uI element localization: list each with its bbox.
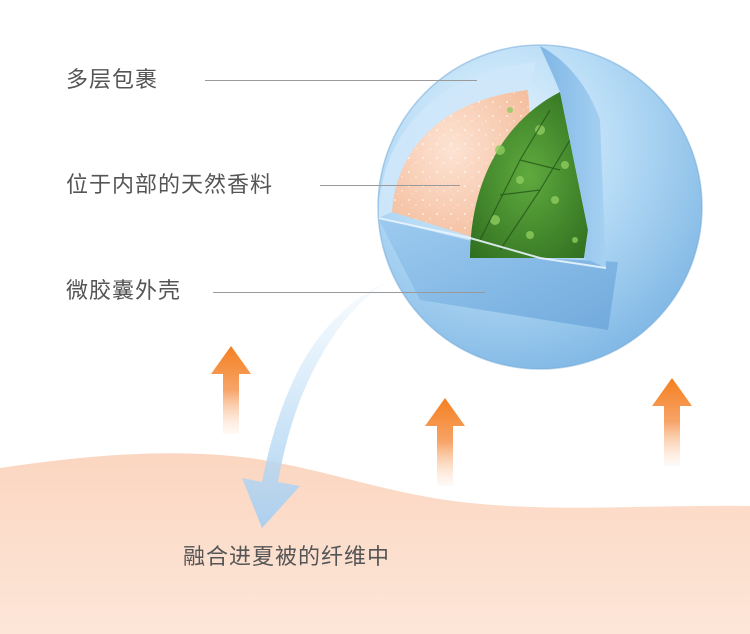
label-inner-fragrance: 位于内部的天然香料 bbox=[66, 173, 274, 198]
leader-line-inner-fragrance bbox=[320, 185, 460, 186]
leader-line-capsule-shell bbox=[213, 292, 485, 293]
artemisia-herb-icon bbox=[470, 92, 588, 258]
up-arrow-icon bbox=[211, 346, 251, 434]
leader-line-multi-layer bbox=[205, 80, 477, 81]
label-multi-layer: 多层包裹 bbox=[66, 68, 159, 93]
up-arrow-icon bbox=[425, 398, 465, 486]
label-fuse-into-fiber: 融合进夏被的纤维中 bbox=[183, 545, 391, 570]
up-arrow-icon bbox=[652, 378, 692, 466]
label-capsule-shell: 微胶囊外壳 bbox=[66, 279, 182, 304]
